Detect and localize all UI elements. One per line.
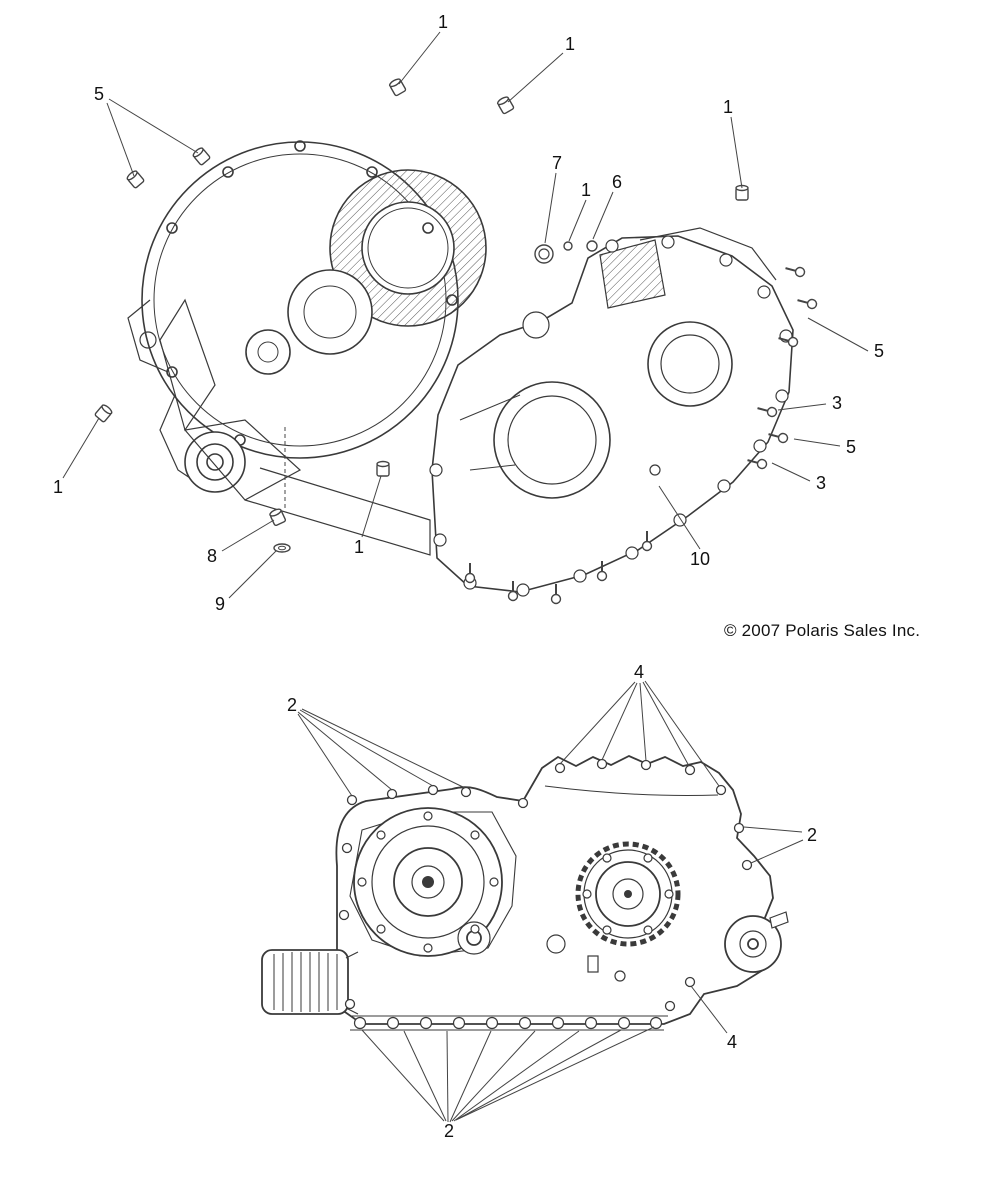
left-crankcase-half	[127, 140, 487, 556]
callout-8-label: 8	[206, 546, 218, 566]
callout-1-label: 1	[353, 537, 365, 557]
leader-lines-bottom	[297, 680, 804, 1123]
callout-6-label: 6	[611, 172, 623, 192]
left-cover-bolt-holes	[357, 811, 499, 953]
pump-bolt-holes	[582, 853, 674, 935]
callout-9-label: 9	[214, 594, 226, 614]
callout-5-label: 5	[873, 341, 885, 361]
perimeter-bolts	[338, 758, 753, 1012]
callout-2-label: 2	[806, 825, 818, 845]
plugs-and-small-parts	[93, 76, 749, 553]
right-crankcase-half	[429, 227, 794, 597]
callout-4-label: 4	[633, 662, 645, 682]
callout-3-label: 3	[815, 473, 827, 493]
copyright-text: © 2007 Polaris Sales Inc.	[724, 621, 921, 640]
callout-5-label: 5	[845, 437, 857, 457]
top-exploded-crankcase-drawing	[62, 31, 869, 605]
callout-1-label: 1	[580, 180, 592, 200]
callout-1-label: 1	[722, 97, 734, 117]
callout-5-label: 5	[93, 84, 105, 104]
callout-4-label: 4	[726, 1032, 738, 1052]
callout-7-label: 7	[551, 153, 563, 173]
callout-1-label: 1	[564, 34, 576, 54]
bottom-crankcase-assembly-drawing	[261, 680, 804, 1123]
callout-10-label: 10	[689, 549, 711, 569]
callout-2-label: 2	[286, 695, 298, 715]
leader-lines-top	[62, 31, 869, 599]
callout-2-label: 2	[443, 1121, 455, 1141]
callout-1-label: 1	[52, 477, 64, 497]
callout-3-label: 3	[831, 393, 843, 413]
callout-1-label: 1	[437, 12, 449, 32]
